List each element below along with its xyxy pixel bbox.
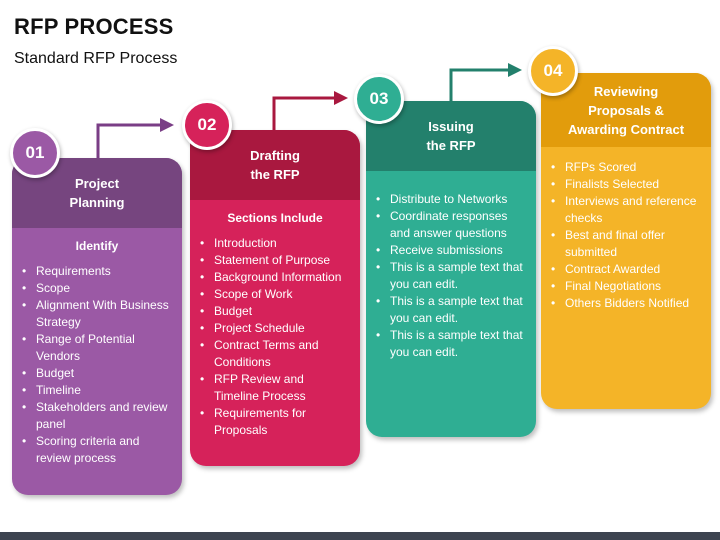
arrow-1-to-2 <box>96 123 162 158</box>
step-number-badge: 01 <box>10 128 60 178</box>
step-card-drafting: Drafting the RFP Sections Include Introd… <box>190 130 360 466</box>
list-item: Finalists Selected <box>551 176 701 193</box>
page-title: RFP PROCESS <box>14 14 174 39</box>
list-item: Scope of Work <box>200 286 350 303</box>
list-item: Others Bidders Notified <box>551 295 701 312</box>
arrow-3-to-4 <box>449 68 510 101</box>
list-item: Contract Terms and Conditions <box>200 337 350 371</box>
step-heading: Drafting the RFP <box>190 130 360 200</box>
list-item: Alignment With Business Strategy <box>22 297 172 331</box>
step-subheading: Sections Include <box>227 211 323 225</box>
page-subtitle: Standard RFP Process <box>14 50 178 67</box>
list-item: This is a sample text that you can edit. <box>376 259 526 293</box>
list-item: RFPs Scored <box>551 159 701 176</box>
list-item: This is a sample text that you can edit. <box>376 327 526 361</box>
list-item: Background Information <box>200 269 350 286</box>
arrow-head-2 <box>334 91 348 105</box>
list-item: Scoring criteria and review process <box>22 433 172 467</box>
list-item: Statement of Purpose <box>200 252 350 269</box>
list-item: Budget <box>22 365 172 382</box>
arrow-head-1 <box>160 118 174 132</box>
footer-bar <box>0 532 720 540</box>
list-item: Budget <box>200 303 350 320</box>
step-card-issuing: Issuing the RFP Distribute to Networks C… <box>366 101 536 437</box>
arrow-head-3 <box>508 63 522 77</box>
list-item: Requirements <box>22 263 172 280</box>
list-item: Distribute to Networks <box>376 191 526 208</box>
list-item: Introduction <box>200 235 350 252</box>
list-item: RFP Review and Timeline Process <box>200 371 350 405</box>
step-subheading: Identify <box>75 239 119 253</box>
step-number-badge: 03 <box>354 74 404 124</box>
list-item: Stakeholders and review panel <box>22 399 172 433</box>
step-list: Distribute to Networks Coordinate respon… <box>376 191 526 361</box>
step-number-badge: 02 <box>182 100 232 150</box>
list-item: Receive submissions <box>376 242 526 259</box>
step-number-badge: 04 <box>528 46 578 96</box>
step-list: Requirements Scope Alignment With Busine… <box>22 263 172 467</box>
step-card-planning: Project Planning Identify Requirements S… <box>12 158 182 495</box>
step-list: RFPs Scored Finalists Selected Interview… <box>551 159 701 312</box>
list-item: Project Schedule <box>200 320 350 337</box>
step-list: Introduction Statement of Purpose Backgr… <box>200 235 350 439</box>
list-item: Final Negotiations <box>551 278 701 295</box>
list-item: Requirements for Proposals <box>200 405 350 439</box>
list-item: Interviews and reference checks <box>551 193 701 227</box>
arrow-2-to-3 <box>272 96 336 130</box>
list-item: Contract Awarded <box>551 261 701 278</box>
list-item: Timeline <box>22 382 172 399</box>
list-item: Best and final offer submitted <box>551 227 701 261</box>
list-item: Scope <box>22 280 172 297</box>
list-item: Coordinate responses and answer question… <box>376 208 526 242</box>
step-card-reviewing: Reviewing Proposals & Awarding Contract … <box>541 73 711 409</box>
list-item: This is a sample text that you can edit. <box>376 293 526 327</box>
list-item: Range of Potential Vendors <box>22 331 172 365</box>
step-heading: Project Planning <box>12 158 182 228</box>
